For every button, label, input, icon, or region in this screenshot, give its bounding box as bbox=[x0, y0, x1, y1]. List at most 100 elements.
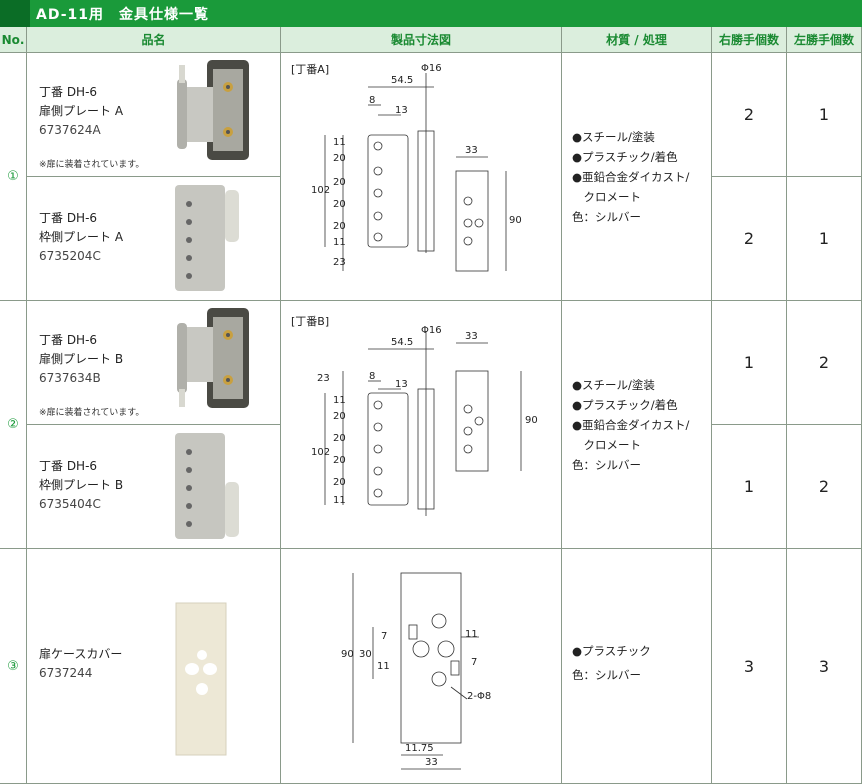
hinge-frame-plate-a-image bbox=[175, 185, 239, 291]
material-line: 色：シルバー bbox=[572, 210, 641, 224]
item-note: ※扉に装着されています。 bbox=[39, 160, 145, 170]
material-list: ●プラスチック 色：シルバー bbox=[572, 641, 651, 685]
title-accent bbox=[0, 0, 30, 27]
hinge-door-plate-b-image bbox=[177, 308, 249, 408]
dim-label: 11 bbox=[333, 137, 346, 148]
row-number: ① bbox=[0, 53, 27, 301]
case-cover-diagram bbox=[352, 572, 479, 770]
material-line: ●プラスチック bbox=[572, 644, 651, 658]
item-name-line1: 扉ケースカバー bbox=[39, 647, 123, 661]
header-dims: 製品寸法図 bbox=[281, 27, 562, 53]
material-line: クロメート bbox=[572, 438, 641, 452]
material-cell: ●スチール/塗装 ●プラスチック/着色 ●亜鉛合金ダイカスト/ クロメート 色：… bbox=[562, 301, 712, 549]
item-code: 6735404C bbox=[39, 497, 101, 511]
item-name-line1: 丁番 DH-6 bbox=[39, 85, 98, 99]
dim-label: 33 bbox=[465, 145, 478, 156]
item-name-line2: 扉側プレート B bbox=[39, 352, 124, 366]
dimension-drawing-b: [丁番B] 54.5 Φ16 33 23 8 13 11 20 20 20 20… bbox=[281, 301, 562, 549]
item-code: 6737634B bbox=[39, 371, 101, 385]
dim-label: 54.5 bbox=[391, 337, 414, 348]
dim-label: 54.5 bbox=[391, 75, 414, 86]
material-line: 色：シルバー bbox=[572, 458, 641, 472]
item-name: 扉ケースカバー 6737244 bbox=[39, 645, 122, 683]
material-cell: ●スチール/塗装 ●プラスチック/着色 ●亜鉛合金ダイカスト/ クロメート 色：… bbox=[562, 53, 712, 301]
dim-label: 11 bbox=[377, 661, 390, 672]
item-name: 丁番 DH-6 枠側プレート A 6735204C bbox=[39, 209, 123, 266]
dim-label: 30 bbox=[359, 649, 372, 660]
item-cell: 扉ケースカバー 6737244 bbox=[27, 549, 281, 784]
dim-label: 11 bbox=[333, 395, 346, 406]
row-number: ③ bbox=[0, 549, 27, 784]
right-count: 1 bbox=[712, 425, 787, 549]
dim-label: 13 bbox=[395, 379, 408, 390]
item-cell: 丁番 DH-6 扉側プレート A 6737624A ※扉に装着されています。 bbox=[27, 53, 281, 177]
hinge-a-diagram bbox=[324, 73, 507, 272]
material-line: ●亜鉛合金ダイカスト/ bbox=[572, 418, 690, 432]
item-code: 6737624A bbox=[39, 123, 101, 137]
dim-label: 33 bbox=[425, 757, 438, 768]
dim-label: 33 bbox=[465, 331, 478, 342]
dimension-drawing-a: [丁番A] 54.5 Φ16 8 13 33 11 20 20 20 20 11… bbox=[281, 53, 562, 301]
right-count: 2 bbox=[712, 177, 787, 301]
right-count: 1 bbox=[712, 301, 787, 425]
right-count: 3 bbox=[712, 549, 787, 784]
left-count: 3 bbox=[787, 549, 862, 784]
item-cell: 丁番 DH-6 枠側プレート A 6735204C bbox=[27, 177, 281, 301]
item-cell: 丁番 DH-6 扉側プレート B 6737634B ※扉に装着されています。 bbox=[27, 301, 281, 425]
material-list: ●スチール/塗装 ●プラスチック/着色 ●亜鉛合金ダイカスト/ クロメート 色：… bbox=[572, 127, 689, 227]
left-count: 1 bbox=[787, 53, 862, 177]
dim-label: 23 bbox=[333, 257, 346, 268]
dim-label: Φ16 bbox=[421, 63, 442, 74]
title-bar: AD-11用 金具仕様一覧 bbox=[0, 0, 862, 27]
material-cell: ●プラスチック 色：シルバー bbox=[562, 549, 712, 784]
hinge-door-plate-a-image bbox=[177, 60, 249, 160]
dim-label: 8 bbox=[369, 95, 376, 106]
item-name-line2: 枠側プレート A bbox=[39, 230, 124, 244]
dim-label: 102 bbox=[311, 447, 331, 458]
dim-label: 20 bbox=[333, 411, 346, 422]
dim-label: 11 bbox=[333, 237, 346, 248]
dim-label: 20 bbox=[333, 199, 346, 210]
dim-label: 20 bbox=[333, 177, 346, 188]
drawing-label: [丁番A] bbox=[291, 63, 330, 76]
dim-label: 102 bbox=[311, 185, 331, 196]
material-line: ●亜鉛合金ダイカスト/ bbox=[572, 170, 690, 184]
left-count: 1 bbox=[787, 177, 862, 301]
right-count: 2 bbox=[712, 53, 787, 177]
dim-label: 90 bbox=[525, 415, 538, 426]
item-name-line1: 丁番 DH-6 bbox=[39, 211, 98, 225]
item-name: 丁番 DH-6 扉側プレート A 6737624A bbox=[39, 83, 123, 140]
dim-label: 2-Φ8 bbox=[467, 691, 492, 702]
material-line: クロメート bbox=[572, 190, 641, 204]
material-line: ●プラスチック/着色 bbox=[572, 398, 678, 412]
dim-label: 13 bbox=[395, 105, 408, 116]
left-count: 2 bbox=[787, 301, 862, 425]
header-no: No. bbox=[0, 27, 27, 53]
dim-label: 7 bbox=[381, 631, 388, 642]
dimension-drawing-c: 90 30 7 11 11 7 2-Φ8 11.75 33 bbox=[281, 549, 562, 784]
material-list: ●スチール/塗装 ●プラスチック/着色 ●亜鉛合金ダイカスト/ クロメート 色：… bbox=[572, 375, 689, 475]
material-line: 色：シルバー bbox=[572, 668, 641, 682]
dim-label: 11 bbox=[333, 495, 346, 506]
item-name-line2: 枠側プレート B bbox=[39, 478, 124, 492]
row-number-label: ② bbox=[7, 417, 19, 432]
dim-label: 20 bbox=[333, 455, 346, 466]
item-name-line1: 丁番 DH-6 bbox=[39, 459, 98, 473]
hinge-b-diagram bbox=[324, 331, 522, 516]
item-note: ※扉に装着されています。 bbox=[39, 408, 145, 418]
dim-label: 23 bbox=[317, 373, 330, 384]
header-right-count: 右勝手個数 bbox=[712, 27, 787, 53]
dim-label: 8 bbox=[369, 371, 376, 382]
left-count: 2 bbox=[787, 425, 862, 549]
door-case-cover-image bbox=[175, 602, 227, 756]
item-name-line2: 扉側プレート A bbox=[39, 104, 124, 118]
row-number: ② bbox=[0, 301, 27, 549]
dim-label: 20 bbox=[333, 477, 346, 488]
dim-label: 20 bbox=[333, 153, 346, 164]
item-name: 丁番 DH-6 枠側プレート B 6735404C bbox=[39, 457, 123, 514]
item-code: 6735204C bbox=[39, 249, 101, 263]
row-number-label: ① bbox=[7, 169, 19, 184]
dim-label: Φ16 bbox=[421, 325, 442, 336]
dim-label: 20 bbox=[333, 221, 346, 232]
page-title: AD-11用 金具仕様一覧 bbox=[36, 7, 210, 23]
